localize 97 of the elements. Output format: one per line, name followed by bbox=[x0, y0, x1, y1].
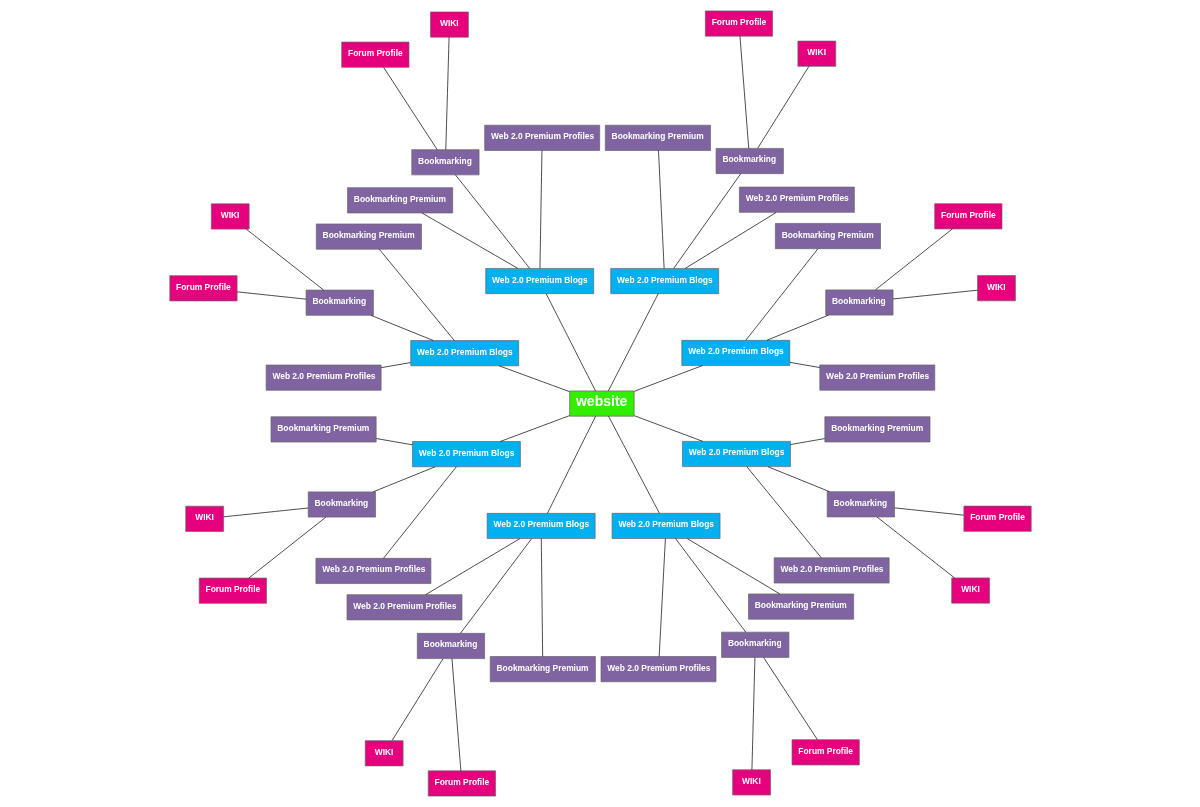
node-box: WIKI bbox=[364, 740, 403, 767]
node-box: Forum Profile bbox=[963, 505, 1032, 532]
connector bbox=[684, 212, 776, 269]
connector bbox=[425, 538, 520, 595]
connector bbox=[372, 466, 435, 493]
connector bbox=[893, 507, 964, 516]
connector bbox=[746, 466, 822, 559]
node-box: Bookmarking Premium bbox=[824, 416, 930, 443]
connector bbox=[607, 293, 658, 392]
connector bbox=[391, 658, 443, 741]
node-box: Bookmarking Premium bbox=[270, 416, 376, 443]
node-box: Web 2.0 Premium Profiles bbox=[773, 557, 889, 584]
node-box: Bookmarking bbox=[307, 491, 376, 518]
connector bbox=[245, 228, 324, 291]
node-box: Bookmarking bbox=[305, 289, 374, 316]
connector bbox=[382, 67, 437, 150]
connector bbox=[876, 516, 955, 579]
node-box: Bookmarking bbox=[826, 491, 895, 518]
node-box: Bookmarking Premium bbox=[315, 223, 422, 250]
connector bbox=[380, 362, 411, 369]
node-box: Web 2.0 Premium Profiles bbox=[315, 557, 431, 584]
node-box: Bookmarking bbox=[715, 148, 784, 174]
node-box: Forum Profile bbox=[704, 10, 773, 37]
node-box: Bookmarking bbox=[824, 289, 893, 316]
node-box: Web 2.0 Premium Blogs bbox=[486, 513, 595, 539]
connector bbox=[756, 66, 809, 149]
connector bbox=[459, 538, 532, 634]
connector bbox=[236, 291, 306, 300]
node-box: Forum Profile bbox=[427, 770, 496, 797]
node-box: Web 2.0 Premium Blogs bbox=[409, 340, 519, 367]
node-box: Web 2.0 Premium Blogs bbox=[681, 441, 791, 467]
node-box: website bbox=[568, 390, 634, 417]
connector bbox=[789, 362, 820, 368]
node-box: Bookmarking Premium bbox=[489, 656, 596, 683]
node-box: Web 2.0 Premium Blogs bbox=[609, 268, 719, 295]
node-box: Web 2.0 Premium Blogs bbox=[411, 441, 521, 468]
connector bbox=[745, 248, 818, 341]
node-box: Bookmarking bbox=[416, 633, 485, 659]
connector bbox=[789, 438, 825, 445]
connector bbox=[539, 150, 542, 269]
node-box: Bookmarking Premium bbox=[604, 124, 711, 151]
connector bbox=[767, 466, 830, 492]
connector bbox=[766, 314, 829, 341]
connector bbox=[382, 466, 457, 559]
node-box: Web 2.0 Premium Blogs bbox=[611, 512, 720, 539]
node-box: Forum Profile bbox=[933, 203, 1002, 230]
node-box: Web 2.0 Premium Profiles bbox=[346, 594, 462, 621]
connector bbox=[674, 538, 746, 633]
connector bbox=[498, 365, 570, 392]
node-box: Forum Profile bbox=[791, 739, 860, 766]
connector bbox=[451, 658, 461, 772]
node-box: WIKI bbox=[731, 769, 771, 796]
connector bbox=[739, 35, 749, 149]
node-box: Bookmarking bbox=[720, 631, 789, 658]
connector bbox=[454, 174, 530, 269]
connector bbox=[222, 507, 308, 518]
node-box: WIKI bbox=[210, 203, 249, 230]
connector bbox=[375, 438, 413, 446]
connector bbox=[686, 538, 780, 595]
connector bbox=[378, 248, 455, 341]
connector bbox=[540, 538, 543, 657]
connector bbox=[751, 657, 755, 771]
node-box: Web 2.0 Premium Profiles bbox=[818, 364, 935, 391]
node-box: WIKI bbox=[184, 505, 224, 532]
node-box: Web 2.0 Premium Profiles bbox=[738, 186, 855, 213]
connector bbox=[672, 173, 741, 269]
connector bbox=[546, 415, 596, 514]
node-box: WIKI bbox=[976, 275, 1016, 302]
node-box: Web 2.0 Premium Blogs bbox=[681, 339, 790, 366]
connector bbox=[633, 415, 703, 442]
connector bbox=[421, 212, 518, 269]
connector bbox=[545, 293, 596, 392]
connector bbox=[607, 415, 660, 514]
node-box: Bookmarking Premium bbox=[774, 223, 881, 250]
node-box: Forum Profile bbox=[340, 41, 409, 68]
connector bbox=[874, 228, 953, 291]
node-box: Forum Profile bbox=[198, 577, 267, 604]
connector bbox=[633, 365, 703, 392]
connector bbox=[370, 315, 434, 341]
node-box: Forum Profile bbox=[168, 275, 237, 302]
node-box: WIKI bbox=[950, 577, 990, 604]
node-box: Web 2.0 Premium Profiles bbox=[483, 124, 600, 151]
node-box: Web 2.0 Premium Blogs bbox=[484, 268, 594, 295]
node-box: Bookmarking Premium bbox=[747, 593, 854, 620]
connector bbox=[762, 657, 818, 740]
node-box: WIKI bbox=[429, 11, 469, 38]
connector bbox=[657, 150, 664, 269]
connector bbox=[247, 516, 326, 579]
connector bbox=[444, 36, 449, 150]
node-box: Web 2.0 Premium Profiles bbox=[600, 656, 716, 683]
node-box: WIKI bbox=[797, 40, 836, 67]
connector bbox=[499, 415, 570, 442]
node-box: Bookmarking bbox=[410, 149, 479, 176]
node-box: Web 2.0 Premium Profiles bbox=[265, 364, 381, 391]
connector bbox=[658, 538, 666, 657]
connector bbox=[892, 289, 978, 300]
node-box: Bookmarking Premium bbox=[346, 187, 453, 214]
